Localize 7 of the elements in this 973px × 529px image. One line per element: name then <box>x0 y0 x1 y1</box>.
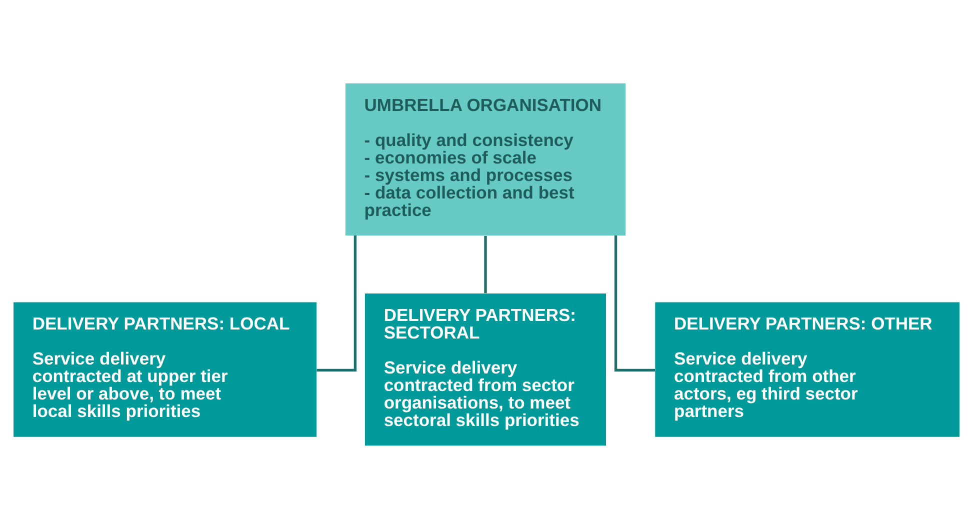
connector <box>614 236 655 372</box>
node-box: DELIVERY PARTNERS: SECTORAL Service delivery contracted from sector organisations, to meet sectoral skills priorities <box>364 293 606 446</box>
node-box: DELIVERY PARTNERS: LOCAL Service delivery contracted at upper tier level or above, to meet local skills priorities <box>14 302 316 437</box>
connector <box>484 236 487 294</box>
node-box: DELIVERY PARTNERS: OTHER Service delivery contracted from other actors, eg third sector partners <box>655 302 960 437</box>
connector <box>316 236 357 372</box>
node-box: UMBRELLA ORGANISATION - quality and consistency - economies of scale - systems and processes - data collection and best practice <box>345 83 626 236</box>
